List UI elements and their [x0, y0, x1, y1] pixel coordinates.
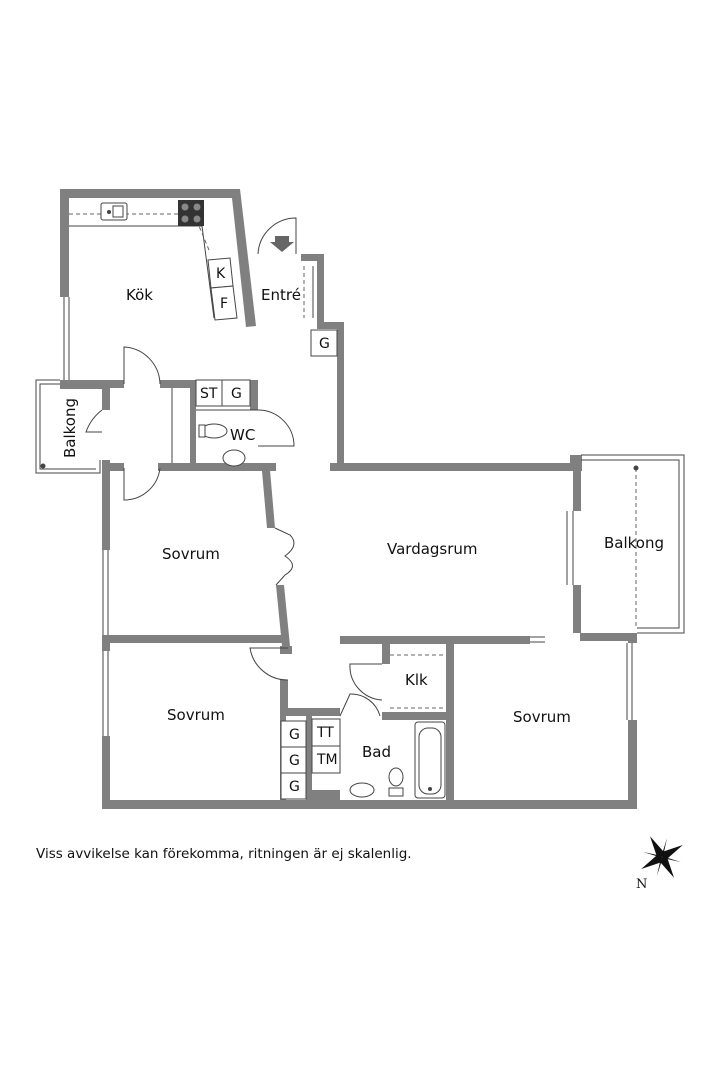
windows	[63, 297, 633, 736]
fixture-label-g-entre: G	[319, 336, 330, 352]
compass-north-label: N	[636, 877, 647, 892]
room-label-balkong-right: Balkong	[604, 534, 664, 552]
room-label-klk: Klk	[405, 671, 428, 689]
room-label-bad: Bad	[362, 743, 391, 761]
fixture-label-k: K	[216, 266, 226, 282]
room-label-entre: Entré	[261, 286, 301, 304]
balcony-right	[581, 454, 685, 634]
compass-icon	[641, 836, 683, 878]
fixture-label-g2: G	[289, 753, 300, 769]
walls	[60, 189, 637, 809]
bathroom-fixtures	[349, 721, 446, 799]
kitchen-counter	[69, 200, 238, 321]
disclaimer-text: Viss avvikelse kan förekomma, ritningen …	[36, 846, 412, 862]
storage	[280, 718, 341, 800]
folding-door	[274, 527, 295, 586]
fixture-label-tm: TM	[316, 752, 338, 768]
room-label-sovrum-3: Sovrum	[513, 708, 571, 726]
room-label-vardagsrum: Vardagsrum	[387, 540, 478, 558]
fixture-label-tt: TT	[316, 725, 334, 741]
fixture-label-st: ST	[200, 386, 218, 402]
room-label-wc: WC	[230, 426, 255, 444]
room-label-balkong-left: Balkong	[61, 398, 79, 458]
balcony-left	[35, 379, 101, 474]
fixture-label-g3: G	[289, 779, 300, 795]
corridor-doors	[249, 647, 446, 717]
hall-wc	[85, 346, 295, 501]
fixture-label-f: F	[220, 296, 228, 312]
room-label-sovrum-2: Sovrum	[167, 706, 225, 724]
room-labels: Kök Entré Balkong WC Sovrum Vardagsrum B…	[61, 286, 664, 761]
room-label-kok: Kök	[126, 286, 153, 304]
fixture-label-g-hall: G	[231, 386, 242, 402]
fixture-label-g1: G	[289, 727, 300, 743]
room-label-sovrum-1: Sovrum	[162, 545, 220, 563]
fixture-labels: K F G ST G G G G TT TM	[200, 266, 338, 795]
entrance	[257, 217, 338, 357]
